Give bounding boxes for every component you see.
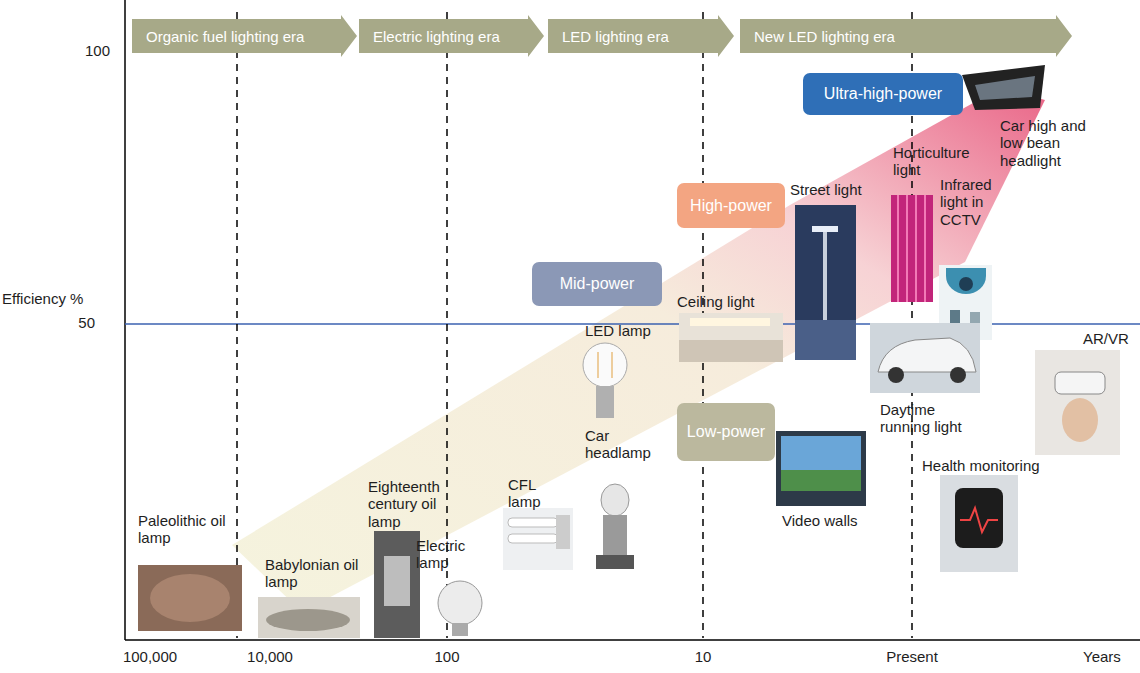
item-label: LED lamp bbox=[585, 322, 665, 339]
node-text: Ultra-high-power bbox=[824, 85, 942, 103]
item-label: Horticulture light bbox=[893, 144, 981, 179]
item-label: Eighteenth century oil lamp bbox=[368, 478, 450, 530]
axis-label: 100 bbox=[70, 42, 110, 59]
item-label: Street light bbox=[790, 181, 890, 198]
axis-label: 100,000 bbox=[105, 648, 195, 665]
node-text: Low-power bbox=[687, 423, 765, 441]
item-label: Paleolithic oil lamp bbox=[138, 512, 248, 547]
axis-label: 10,000 bbox=[225, 648, 315, 665]
era-arrow: Electric lighting era bbox=[359, 15, 544, 57]
axis-label: 10 bbox=[673, 648, 733, 665]
node-text: New LED lighting era bbox=[754, 28, 895, 45]
axis-label: Present bbox=[872, 648, 952, 665]
item-label: Car headlamp bbox=[585, 427, 657, 462]
axis-label: 50 bbox=[55, 314, 95, 331]
item-label: CFL lamp bbox=[508, 476, 548, 511]
power-box: Mid-power bbox=[532, 262, 662, 306]
node-text: Organic fuel lighting era bbox=[146, 28, 304, 45]
node-text: Mid-power bbox=[560, 275, 635, 293]
item-label: Infrared light in CCTV bbox=[940, 176, 1004, 228]
item-label: Ceiling light bbox=[677, 293, 777, 310]
axis-label: 100 bbox=[417, 648, 477, 665]
era-arrow: New LED lighting era bbox=[740, 15, 1072, 57]
item-label: Video walls bbox=[782, 512, 882, 529]
node-text: Electric lighting era bbox=[373, 28, 500, 45]
node-text: LED lighting era bbox=[562, 28, 669, 45]
axis-label: Years bbox=[1083, 648, 1138, 665]
item-label: Health monitoring bbox=[922, 457, 1062, 474]
axis-label: Efficiency % bbox=[2, 290, 102, 307]
era-arrow: Organic fuel lighting era bbox=[132, 15, 357, 57]
item-label: Babylonian oil lamp bbox=[265, 556, 365, 591]
item-label: AR/VR bbox=[1083, 330, 1138, 347]
item-label: Daytime running light bbox=[880, 401, 980, 436]
node-text: High-power bbox=[690, 197, 772, 215]
item-label: Electric lamp bbox=[416, 537, 476, 572]
power-box: High-power bbox=[677, 183, 785, 228]
item-label: Car high and low bean headlight bbox=[1000, 117, 1100, 169]
power-box: Low-power bbox=[677, 403, 775, 461]
power-box: Ultra-high-power bbox=[803, 73, 963, 115]
era-arrow: LED lighting era bbox=[548, 15, 734, 57]
